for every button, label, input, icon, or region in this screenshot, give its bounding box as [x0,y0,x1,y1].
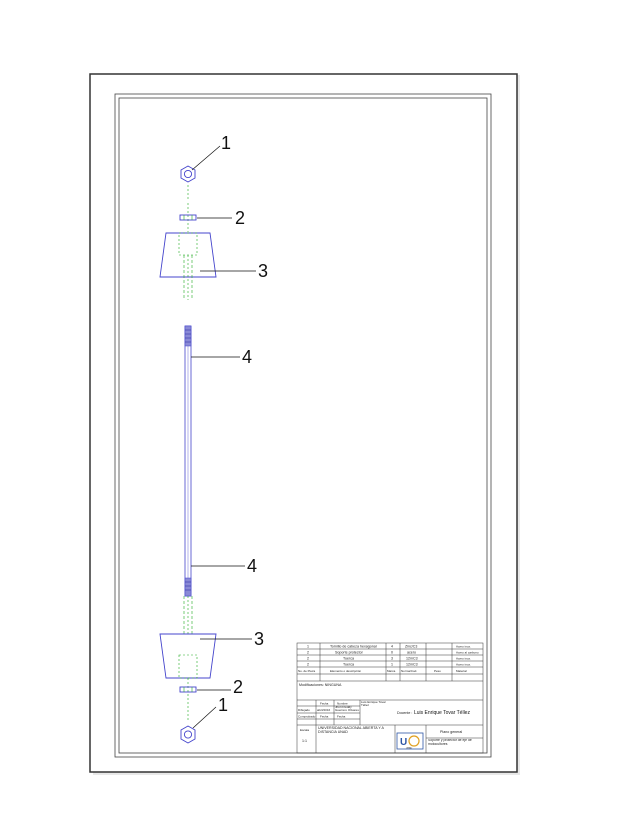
signature-table: Fecha Nombre Dibujado abril/2016 Comprob… [298,701,386,719]
part-material: 12mC3 [406,657,418,661]
part-no: 1 [307,645,309,649]
title-block [296,642,484,754]
outer-border [114,93,492,758]
bottom-washer [179,678,197,720]
callout-top-washer: 2 [235,208,245,228]
header-ref: Material [456,669,467,673]
part-no: 2 [307,657,309,661]
part-no: 2 [307,651,309,655]
sign-check-date: Fecha [320,715,329,719]
part-qty: 3 [391,657,393,661]
part-no: 2 [307,663,309,667]
part-material: 12mC3 [406,663,418,667]
callout-top-nut: 1 [221,133,231,153]
designer-label: Docente : [397,711,412,715]
part-material: acero [407,651,416,655]
svg-text:U: U [400,737,407,748]
sign-col-nombre: Nombre [337,702,348,706]
leader-line [191,145,221,171]
paper [89,73,518,773]
sign-extra: Jhon Freddy Guerrero Olivares [335,705,359,712]
top-washer [179,203,197,232]
header-material: Norma/Cod. [401,669,417,673]
part-qty: 4 [391,645,393,649]
university-logo: U UNAD [396,732,424,750]
header-weight: Peso [434,669,441,673]
logo-text: UNAD [406,747,413,750]
header-no: No. de Pieza [298,669,316,673]
sign-row-dibujado: Dibujado [298,708,310,712]
scale-value: 1:1 [302,739,307,743]
part-desc: Soporte protector [335,651,364,655]
part-ref: Acero al carbono [456,651,479,655]
top-nut [180,165,196,200]
sign-row-comprobado: Comprobado [298,715,316,719]
part-desc: Tornillo de cabeza hexagonal [330,645,377,649]
part-ref: Acero inox. [456,645,471,649]
part-qty: 1 [391,663,393,667]
sign-check-name: Fecha [337,715,346,719]
callout-shaft-lower: 4 [247,556,257,576]
callout-bottom-bushing: 3 [254,629,264,649]
leader-line [192,706,217,729]
university-name: UNIVERSIDAD NACIONAL ABIERTA Y A DISTANC… [318,726,384,734]
header-qty: Marca [387,669,396,673]
part-qty: 0 [391,651,393,655]
sign-date: abril/2016 [317,708,331,712]
part-material: Zinc/C3 [405,645,417,649]
scale-label: Escala [300,728,309,732]
callout-bottom-washer: 2 [233,677,243,697]
part-desc: Tuerca [343,663,354,667]
header-desc: Elemento o descripción [330,669,362,673]
sign-col-fecha: Fecha [320,702,329,706]
callout-bottom-nut: 1 [218,695,228,715]
sheet-title: Plano general [440,730,462,734]
sign-name: Luis Enrique Tovar Téllez [361,701,386,708]
callout-shaft-upper: 4 [242,347,252,367]
modifications: Modificaciones: NINGUNA [299,683,342,687]
part-desc: Tuerca [343,657,354,661]
parts-list: 1 Tornillo de cabeza hexagonal 4 Zinc/C3… [298,645,479,674]
callout-top-bushing: 3 [258,261,268,281]
part-ref: Acero inox. [456,657,471,661]
bottom-nut [180,725,196,744]
designer-name: Luis Enrique Tovar Téllez [414,710,470,716]
top-bushing [159,232,217,300]
part-ref: Acero inox. [456,663,471,667]
sheet-description: Soporte y protector de eje de motocultor… [428,739,472,746]
